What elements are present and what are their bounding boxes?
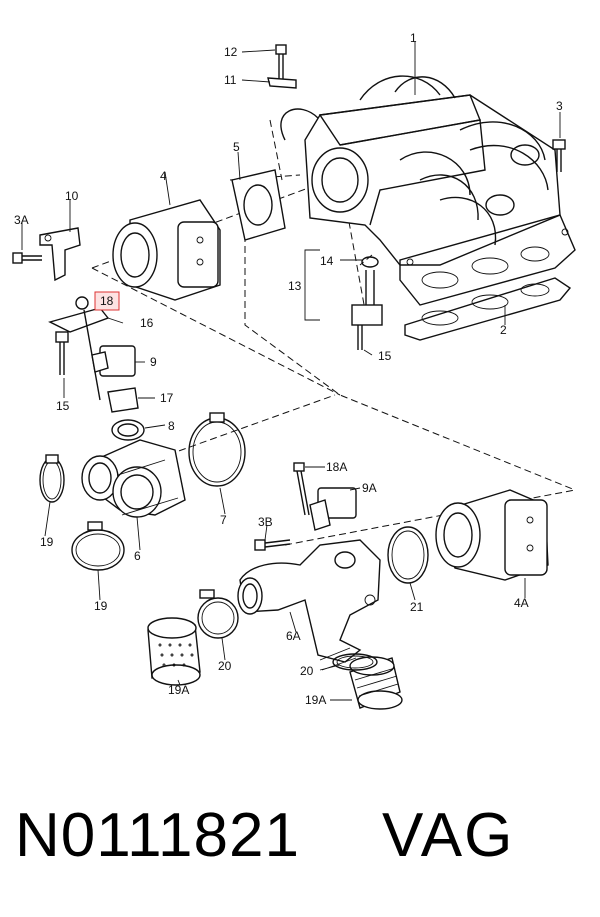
callout-19-lower: 19 [94, 599, 108, 613]
callout-18A: 18A [326, 460, 347, 474]
callout-16: 16 [140, 316, 154, 330]
brand-name: VAG [382, 801, 515, 870]
throttle-body-4A [435, 489, 549, 581]
callout-14: 14 [320, 254, 334, 268]
o-ring-21 [387, 526, 429, 584]
callout-8: 8 [168, 419, 175, 433]
throttle-body-4 [112, 199, 221, 301]
callout-4A: 4A [514, 596, 529, 610]
callout-3B: 3B [258, 515, 273, 529]
callout-20-left: 20 [218, 659, 232, 673]
callout-11: 11 [224, 73, 237, 87]
callout-9: 9 [150, 355, 157, 369]
callout-7: 7 [220, 513, 227, 527]
clamp-20-right [332, 653, 378, 671]
throttle-gasket [231, 169, 286, 241]
callout-21: 21 [410, 600, 424, 614]
bracket-10 [39, 227, 81, 282]
highlight-box-18 [94, 291, 120, 311]
bracket-11-bolt-12 [267, 44, 297, 89]
callout-18: 18 [100, 294, 114, 308]
callout-9A: 9A [362, 481, 377, 495]
callout-3A: 3A [14, 213, 29, 227]
sensor-13 [304, 249, 383, 350]
exploded-parts-diagram: 1 12 11 3 5 4 10 3A 14 13 18 16 2 15 9 1… [12, 31, 576, 710]
callout-20-right: 20 [300, 664, 314, 678]
bolt-3 [552, 139, 566, 172]
callout-10: 10 [65, 189, 79, 203]
ring-8 [111, 419, 145, 441]
callout-1: 1 [410, 31, 417, 45]
part-number: N0111821 [15, 801, 300, 870]
callout-15-lower: 15 [56, 399, 70, 413]
callout-6: 6 [134, 549, 141, 563]
callout-19A-left: 19A [168, 683, 189, 697]
bolt-3B [254, 539, 291, 551]
callout-3: 3 [556, 99, 563, 113]
sensor-9A [293, 462, 357, 531]
clamp-19-lower [71, 521, 125, 571]
callout-4: 4 [160, 169, 167, 183]
callout-19-upper: 19 [40, 535, 54, 549]
bolt-3A [12, 252, 42, 264]
intake-pipe-6A [237, 539, 381, 671]
leader-lines [21, 42, 561, 701]
callout-12: 12 [224, 45, 238, 59]
manifold-gasket [404, 277, 572, 341]
callout-2: 2 [500, 323, 507, 337]
filter-19A-left [147, 617, 201, 686]
filter-19A-right [349, 656, 403, 710]
intake-manifold [280, 75, 576, 306]
callout-13: 13 [288, 279, 302, 293]
callout-labels: 1 12 11 3 5 4 10 3A 14 13 18 16 2 15 9 1… [14, 31, 563, 707]
callout-15-upper: 15 [378, 349, 392, 363]
clamp-19-upper [39, 454, 65, 503]
clamp-7 [188, 412, 246, 487]
callout-6A: 6A [286, 629, 301, 643]
intake-hose-6 [81, 439, 186, 518]
callout-19A-right: 19A [305, 693, 326, 707]
callout-5: 5 [233, 140, 240, 154]
clamp-20-left [197, 589, 239, 639]
sensor-bracket-cluster [48, 296, 139, 413]
callout-17: 17 [160, 391, 174, 405]
footer: N0111821 VAG [0, 800, 600, 900]
